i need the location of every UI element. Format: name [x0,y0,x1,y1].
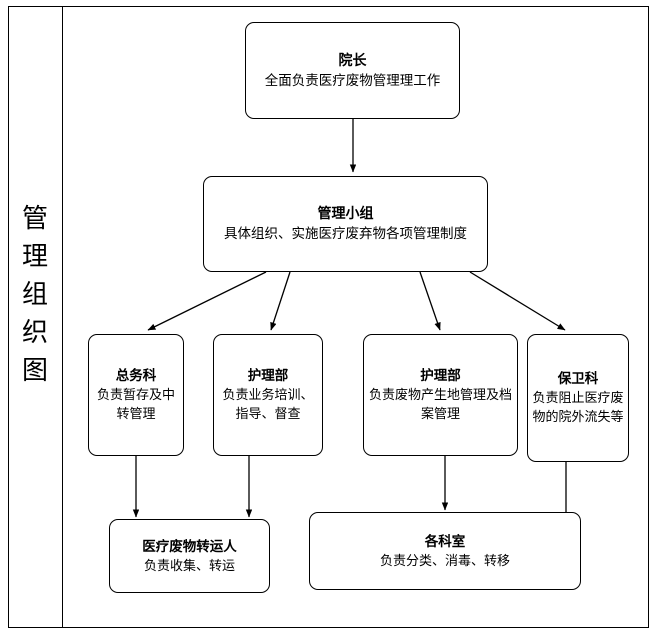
node-waste-transporter-title: 医疗废物转运人 [142,538,237,555]
node-director-desc: 全面负责医疗废物管理理工作 [264,72,441,89]
node-director: 院长 全面负责医疗废物管理理工作 [245,22,460,119]
side-title: 管理组织图 [21,204,49,386]
node-departments-title: 各科室 [424,533,466,550]
node-management-group-desc: 具体组织、实施医疗废弃物各项管理制度 [224,226,467,242]
node-general-affairs: 总务科 负责暂存及中转管理 [88,334,184,456]
node-general-affairs-title: 总务科 [115,368,157,384]
node-security-dept: 保卫科 负责阻止医疗废物的院外流失等 [527,334,629,462]
node-management-group-title: 管理小组 [317,206,374,222]
outer-frame [8,6,649,628]
node-departments-desc: 负责分类、消毒、转移 [379,553,510,569]
vertical-divider [62,6,63,628]
node-nursing-dept-records: 护理部 负责废物产生地管理及档案管理 [363,334,518,456]
node-departments: 各科室 负责分类、消毒、转移 [309,512,581,590]
node-waste-transporter-desc: 负责收集、转运 [143,558,235,574]
node-nursing-dept-training-title: 护理部 [247,368,289,384]
node-nursing-dept-records-title: 护理部 [420,368,461,384]
node-general-affairs-desc: 负责暂存及中转管理 [96,388,175,422]
node-director-title: 院长 [338,52,367,69]
node-nursing-dept-training: 护理部 负责业务培训、指导、督查 [213,334,323,456]
node-security-dept-title: 保卫科 [557,371,599,387]
node-management-group: 管理小组 具体组织、实施医疗废弃物各项管理制度 [203,176,488,272]
node-nursing-dept-records-desc: 负责废物产生地管理及档案管理 [368,388,512,422]
node-security-dept-desc: 负责阻止医疗废物的院外流失等 [532,391,624,425]
node-waste-transporter: 医疗废物转运人 负责收集、转运 [109,519,270,593]
node-nursing-dept-training-desc: 负责业务培训、指导、督查 [222,388,314,422]
